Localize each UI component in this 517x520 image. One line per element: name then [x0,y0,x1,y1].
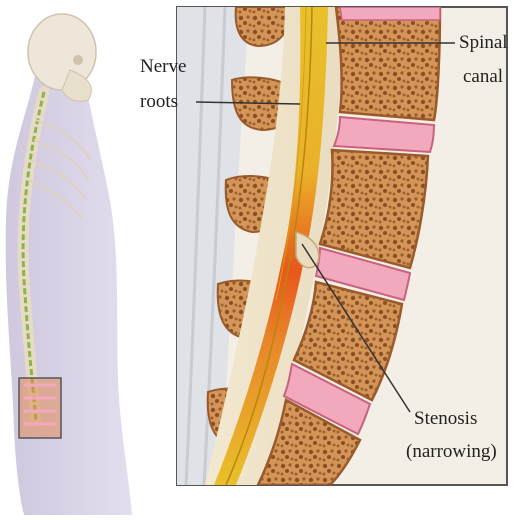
spinal-canal-label-2: canal [463,66,503,88]
spinal-canal-label: Spinal [459,32,508,54]
stenosis-label-2: (narrowing) [406,441,497,463]
stenosis-label: Stenosis [414,408,477,430]
disc-top [340,7,440,20]
nerve-roots-label-2: roots [140,91,178,113]
nerve-roots-label: Nerve [140,56,186,78]
vertebra-1 [336,7,440,120]
human-skeleton-side-icon [6,14,132,515]
highlight-box [19,378,61,438]
